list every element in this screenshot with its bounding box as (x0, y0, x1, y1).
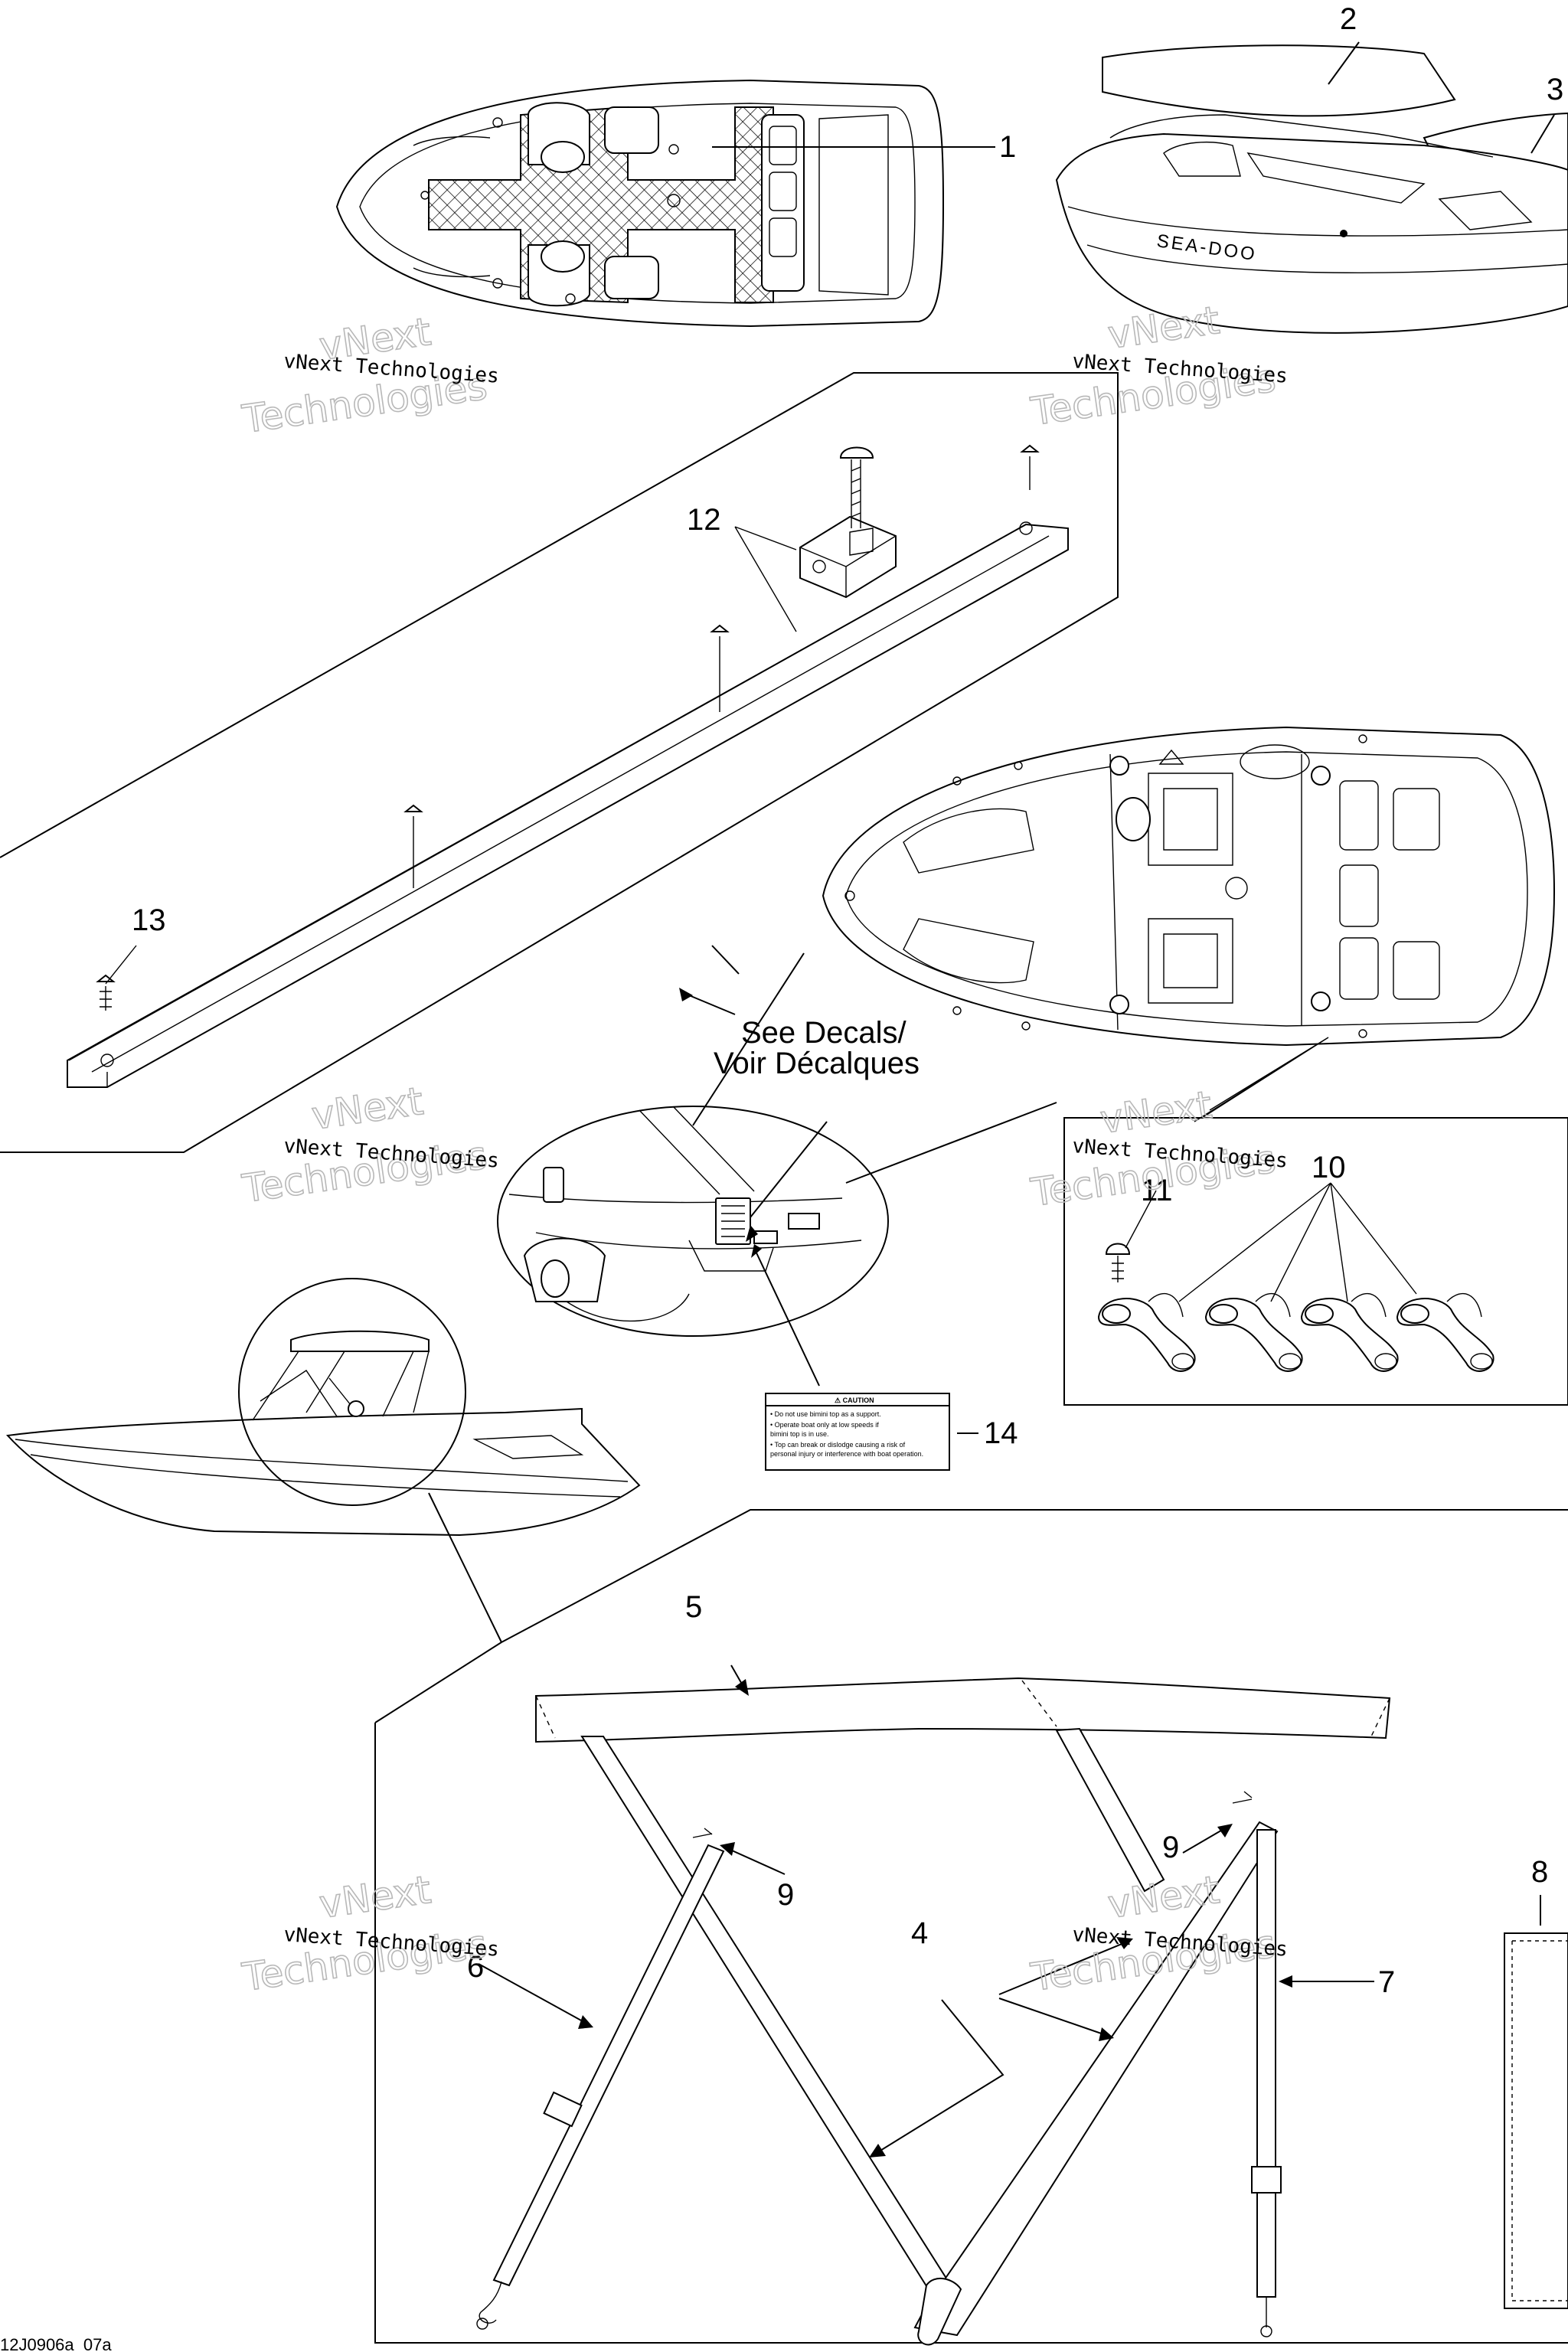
callout-11: 11 (1141, 1174, 1173, 1207)
slider-part-12 (799, 446, 897, 599)
watermark-big-top-3: vNext (309, 1079, 426, 1138)
callout-13: 13 (132, 903, 166, 937)
canopy-part-5 (535, 1677, 1391, 1743)
watermark-big-top-4: vNext (1098, 1083, 1215, 1142)
screw-part-11 (1105, 1243, 1131, 1282)
eyelet-panel (1063, 1037, 1568, 1406)
decal-line-1: • Do not use bimini top as a support. (770, 1410, 881, 1418)
leader-lines (478, 41, 1555, 2158)
callout-1: 1 (999, 130, 1016, 164)
callout-3: 3 (1547, 73, 1563, 106)
callout-9a: 9 (777, 1878, 794, 1912)
decal-location-detail (497, 952, 1057, 1387)
boat-top-view-mat (335, 79, 945, 328)
eyelet-part-10-set (1097, 1293, 1494, 1372)
callout-9b: 9 (1162, 1831, 1179, 1864)
callout-4: 4 (911, 1916, 928, 1950)
see-decals-line-1: See Decals/ (741, 1016, 907, 1050)
watermark-big-top-5: vNext (317, 1867, 434, 1927)
strap-part-6 (476, 1844, 725, 2330)
storage-boot-part-8 (1504, 1932, 1568, 2309)
callout-12: 12 (687, 503, 721, 537)
decal-line-5: personal injury or interference with boa… (770, 1450, 923, 1458)
decal-heading: ⚠ CAUTION (835, 1396, 874, 1404)
caution-decal-part-14: ⚠ CAUTION • Do not use bimini top as a s… (765, 1393, 978, 1471)
frame-tube-part-4-set (580, 1727, 1279, 2346)
callout-6: 6 (467, 1950, 484, 1984)
boat-with-covers: SEA-DOO (1055, 44, 1568, 334)
boat-side-view-bimini (5, 1278, 641, 1643)
boat-top-view-eyelets (822, 726, 1556, 1047)
callout-7: 7 (1378, 1965, 1395, 1999)
callout-2: 2 (1340, 2, 1357, 36)
callout-5: 5 (685, 1590, 702, 1624)
figure-code: 12J0906a_07a (0, 2335, 112, 2352)
decal-line-2: • Operate boat only at low speeds if (770, 1421, 879, 1429)
see-decals-line-2: Voir Décalques (714, 1047, 920, 1080)
callout-labels: 1 2 3 4 5 6 7 8 9 9 10 11 12 13 14 See D… (132, 2, 1563, 1999)
decal-line-4: • Top can break or dislodge causing a ri… (770, 1441, 906, 1449)
screw-part-13-set (96, 444, 1040, 1011)
strap-part-7 (1251, 1829, 1282, 2337)
bimini-panel (374, 1509, 1568, 2346)
callout-14: 14 (984, 1416, 1018, 1450)
callout-8: 8 (1531, 1855, 1548, 1889)
decal-line-3: bimini top is in use. (770, 1430, 829, 1438)
watermark-big-top-2: vNext (1106, 298, 1223, 358)
track-panel (0, 372, 1119, 1153)
callout-10: 10 (1312, 1151, 1346, 1184)
